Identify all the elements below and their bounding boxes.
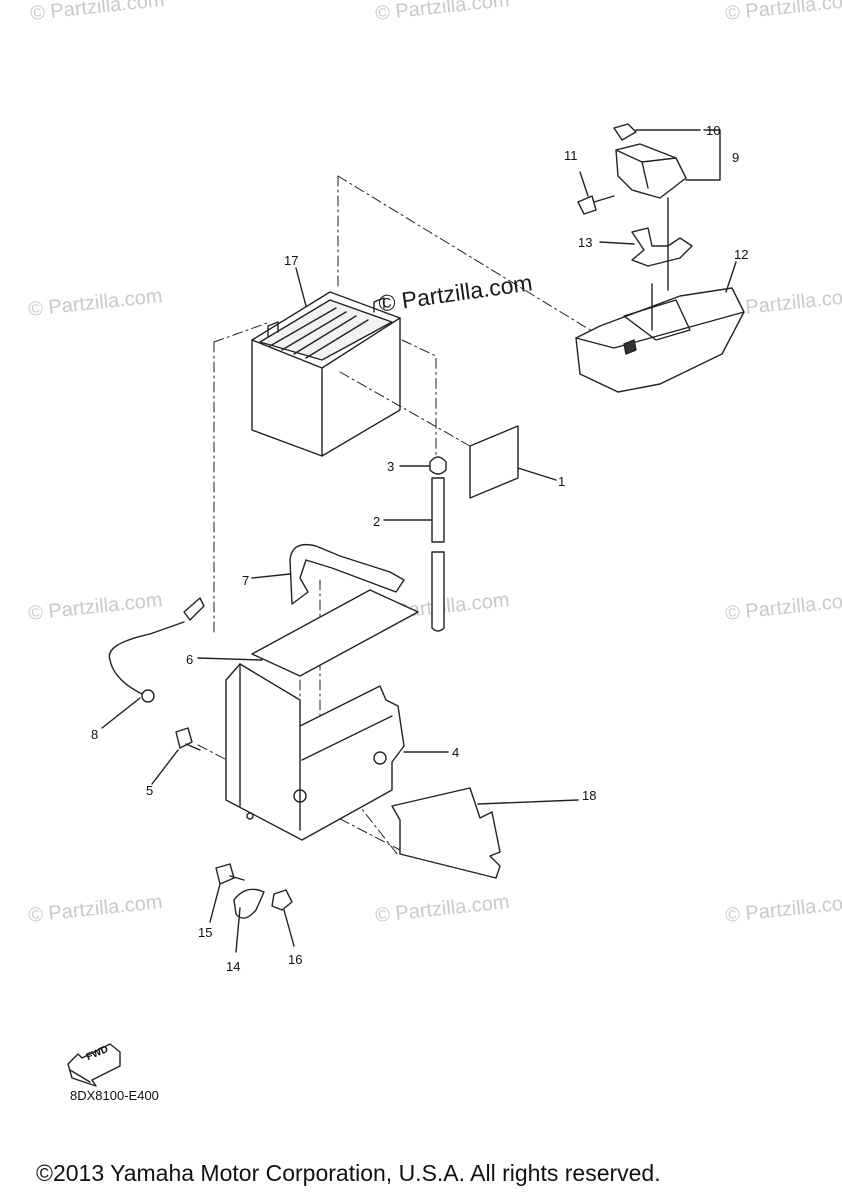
callout-16: 16 (288, 952, 303, 967)
callout-8: 8 (91, 727, 99, 742)
callout-1: 1 (558, 474, 566, 489)
callout-9: 9 (732, 150, 740, 165)
callout-18: 18 (582, 788, 597, 803)
battery-case-part (225, 663, 405, 841)
callout-3: 3 (387, 459, 395, 474)
callout-14: 14 (226, 959, 241, 974)
battery-part (251, 291, 401, 457)
callout-12: 12 (734, 247, 749, 262)
copyright-notice: ©2013 Yamaha Motor Corporation, U.S.A. A… (36, 1160, 661, 1186)
callout-17: 17 (284, 253, 299, 268)
callout-13: 13 (578, 235, 593, 250)
callout-11: 11 (564, 148, 578, 163)
callout-5: 5 (146, 783, 154, 798)
callout-10: 10 (706, 123, 721, 138)
diagram-code: 8DX8100-E400 (70, 1088, 159, 1103)
callout-15: 15 (198, 925, 213, 940)
callout-6: 6 (186, 652, 194, 667)
callout-7: 7 (242, 573, 250, 588)
callout-2: 2 (373, 514, 381, 529)
callout-4: 4 (452, 745, 460, 760)
